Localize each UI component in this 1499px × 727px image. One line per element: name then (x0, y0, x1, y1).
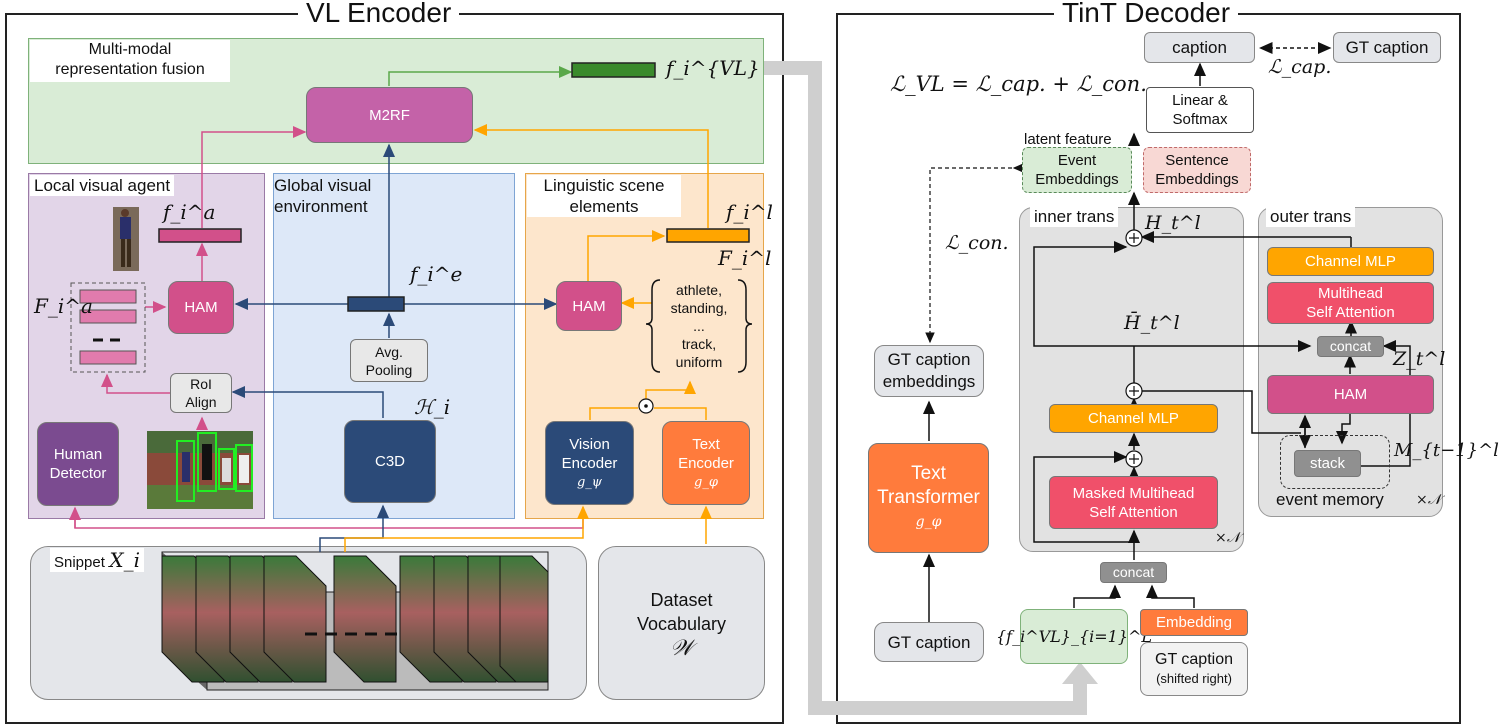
fusion-label: Multi-modal representation fusion (30, 40, 230, 82)
vision-encoder-box: Vision Encoder g_ψ (545, 421, 634, 505)
inner-channel-mlp-box: Channel MLP (1049, 404, 1218, 433)
loss-cap: ℒ_cap. (1268, 56, 1332, 78)
inner-trans-label: inner trans (1030, 206, 1119, 227)
vision-encoder-sub: g_ψ (576, 474, 603, 490)
Hbar-t-label: H̄_t^l (1124, 312, 1180, 334)
connector-layer (69, 42, 1411, 715)
inner-times-n: ×𝒩 (1215, 530, 1241, 546)
event-memory-dashed (1280, 435, 1390, 489)
F-a-label: F_i^a (34, 294, 93, 318)
f-vl-label: f_i^{VL} (666, 56, 760, 80)
event-embeddings-box: Event Embeddings (1022, 147, 1132, 193)
H-label: ℋ_i (414, 395, 451, 419)
add-node-bottom (1125, 450, 1143, 468)
outer-concat-box: concat (1317, 336, 1384, 357)
text-encoder-sub: g_φ (694, 474, 718, 490)
gt-caption-shifted-box: GT caption (shifted right) (1140, 642, 1248, 696)
vl-encoder-title: VL Encoder (298, 0, 460, 28)
scene-words: athlete, standing, ... track, uniform (670, 282, 728, 370)
event-memory-label: event memory (1276, 490, 1384, 509)
outer-ham-box: HAM (1267, 375, 1434, 414)
f-l-label: f_i^l (726, 200, 773, 224)
vocab-text: Dataset Vocabulary (636, 590, 727, 634)
outer-trans-label: outer trans (1266, 206, 1356, 227)
add-node-top (1125, 229, 1143, 247)
c3d-box: C3D (344, 420, 436, 503)
local-ham-box: HAM (168, 281, 234, 334)
local-visual-title: Local visual agent (30, 175, 175, 196)
video-frames (161, 551, 549, 691)
loss-con: ℒ_con. (945, 232, 1009, 254)
vocab-block (598, 546, 765, 700)
avg-pooling-box: Avg. Pooling (350, 339, 428, 382)
f-a-label: f_i^a (163, 200, 216, 224)
outer-channel-mlp-box: Channel MLP (1267, 247, 1434, 276)
text-encoder-box: Text Encoder g_φ (662, 421, 750, 505)
multihead-box: Multihead Self Attention (1267, 282, 1434, 324)
gt-caption-top-box: GT caption (1333, 32, 1441, 63)
snippet-math: X_i (109, 548, 140, 572)
gt-caption-embeddings-box: GT caption embeddings (874, 345, 984, 397)
latent-feature-label: latent feature (1024, 131, 1112, 148)
stack-box: stack (1294, 450, 1361, 477)
loss-vl: ℒ_VL = ℒ_cap. + ℒ_con. (890, 72, 1147, 96)
add-node-mid (1125, 382, 1143, 400)
caption-output-box: caption (1144, 32, 1255, 63)
embedding-box: Embedding (1140, 609, 1248, 636)
vision-encoder-text: Vision Encoder (561, 435, 618, 472)
F-l-label: F_i^l (718, 246, 772, 270)
gt-caption-bottom-box: GT caption (874, 622, 984, 662)
text-transformer-box: Text Transformer g_φ (868, 443, 989, 553)
m2rf-box: M2RF (306, 87, 473, 143)
shifted-right-text: (shifted right) (1156, 671, 1232, 686)
masked-multihead-box: Masked Multihead Self Attention (1049, 476, 1218, 529)
H-t-label: H_t^l (1145, 212, 1201, 234)
outer-times-n: ×𝒩 (1416, 492, 1442, 508)
inner-concat-box: concat (1100, 562, 1167, 583)
vocab-math: 𝒲 (669, 636, 694, 661)
ling-ham-box: HAM (556, 281, 622, 331)
fvl-set-box: {f_i^VL}_{i=1}^L (996, 609, 1152, 664)
f-e-label: f_i^e (410, 262, 463, 286)
snippet-label: Snippet X_i (50, 548, 144, 572)
snippet-text: Snippet (54, 554, 105, 571)
sentence-embeddings-box: Sentence Embeddings (1143, 147, 1251, 193)
human-detector-box: Human Detector (37, 422, 119, 506)
text-transformer-sub: g_φ (915, 514, 942, 530)
gt-caption-shifted-text: GT caption (1155, 651, 1233, 668)
linguistic-title: Linguistic scene elements (527, 175, 681, 217)
text-transformer-text: Text Transformer (877, 463, 980, 508)
Z-t-label: Z_t^l (1393, 348, 1446, 370)
text-encoder-text: Text Encoder (678, 435, 734, 472)
global-visual-title: Global visual environment (274, 176, 372, 216)
linear-softmax-box: Linear & Softmax (1146, 87, 1254, 133)
roi-align-box: RoI Align (170, 373, 232, 413)
tint-decoder-title: TinT Decoder (1054, 0, 1239, 28)
M-t-label: M_{t−1}^l (1394, 440, 1499, 461)
